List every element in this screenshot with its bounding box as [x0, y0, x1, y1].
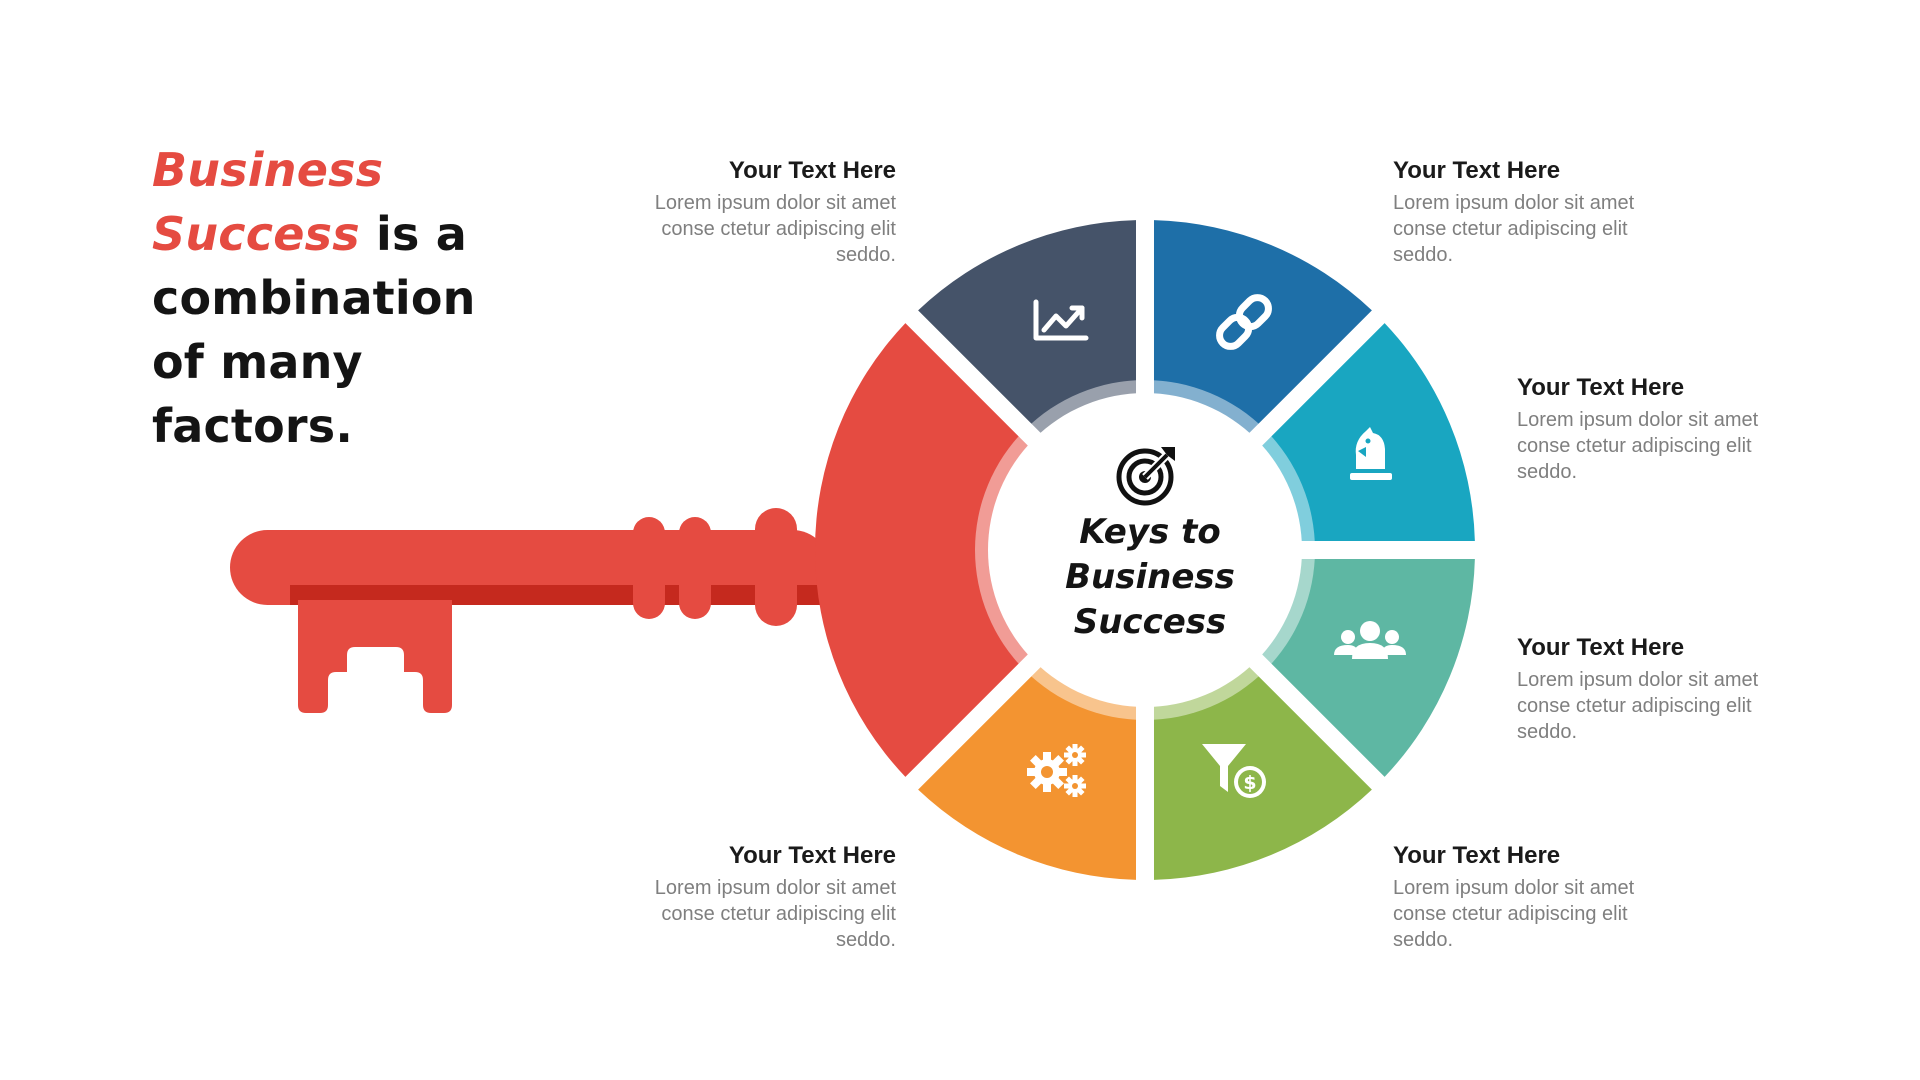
center-title-line-3: Success: [1073, 602, 1227, 642]
label-body: Lorem ipsum dolor sit amet conse ctetur …: [476, 190, 896, 268]
headline: Business Success is a combination of man…: [152, 138, 572, 458]
headline-line-4: of many: [152, 335, 363, 389]
label-title: Your Text Here: [1393, 157, 1561, 184]
label-line: conse ctetur adipiscing elit: [1393, 218, 1628, 240]
key-shaft: [230, 508, 830, 713]
label-title: Your Text Here: [1517, 374, 1685, 401]
label-line: Lorem ipsum dolor sit amet: [1517, 409, 1759, 431]
link-icon: [1216, 294, 1272, 350]
center-disc: [988, 393, 1302, 707]
label-right-lower: Your Text Here Lorem ipsum dolor sit ame…: [1517, 633, 1920, 745]
ring-segment-funnel-dollar: [1153, 656, 1372, 880]
headline-accent-1: Business: [152, 143, 384, 197]
label-title: Your Text Here: [728, 842, 896, 869]
label-line: conse ctetur adipiscing elit: [661, 903, 896, 925]
headline-rest-2: is a: [359, 207, 467, 261]
chess-knight-icon: [1350, 427, 1392, 480]
label-line: seddo.: [835, 929, 896, 951]
label-line: conse ctetur adipiscing elit: [1517, 695, 1752, 717]
label-line: seddo.: [1517, 721, 1578, 743]
headline-accent-2: Success: [152, 207, 360, 261]
label-body: Lorem ipsum dolor sit amet conse ctetur …: [1393, 190, 1813, 268]
label-line: conse ctetur adipiscing elit: [661, 218, 896, 240]
gears-icon: [1027, 744, 1086, 797]
label-title: Your Text Here: [1393, 842, 1561, 869]
svg-text:$: $: [1243, 772, 1256, 794]
ring-segment-chess-knight: [1251, 323, 1475, 542]
center-title-line-1: Keys to: [1079, 512, 1221, 552]
label-body: Lorem ipsum dolor sit amet conse ctetur …: [476, 875, 896, 953]
label-line: Lorem ipsum dolor sit amet: [654, 877, 896, 899]
target-icon: [1116, 447, 1175, 506]
ring-segment-key-bow: [815, 323, 1039, 777]
label-bottom-right: Your Text Here Lorem ipsum dolor sit ame…: [1393, 841, 1813, 953]
center-title: Keys to Business Success: [1000, 510, 1300, 645]
label-line: Lorem ipsum dolor sit amet: [1517, 669, 1759, 691]
label-top-left: Your Text Here Lorem ipsum dolor sit ame…: [476, 156, 896, 268]
ring-segments: [815, 220, 1475, 880]
label-top-right: Your Text Here Lorem ipsum dolor sit ame…: [1393, 156, 1813, 268]
label-line: seddo.: [1393, 929, 1454, 951]
label-line: seddo.: [1393, 244, 1454, 266]
label-body: Lorem ipsum dolor sit amet conse ctetur …: [1517, 407, 1920, 485]
ring-segment-chart-trend: [918, 220, 1137, 444]
label-bottom-left: Your Text Here Lorem ipsum dolor sit ame…: [476, 841, 896, 953]
label-line: seddo.: [835, 244, 896, 266]
label-line: Lorem ipsum dolor sit amet: [654, 192, 896, 214]
funnel-dollar-icon: $: [1202, 744, 1266, 798]
headline-line-5: factors.: [152, 399, 354, 453]
ring-segment-team: [1251, 558, 1475, 777]
label-right-upper: Your Text Here Lorem ipsum dolor sit ame…: [1517, 373, 1920, 485]
label-line: Lorem ipsum dolor sit amet: [1393, 877, 1635, 899]
team-icon: [1334, 621, 1406, 659]
label-line: conse ctetur adipiscing elit: [1393, 903, 1628, 925]
label-line: conse ctetur adipiscing elit: [1517, 435, 1752, 457]
chart-trend-icon: [1033, 299, 1089, 341]
label-line: seddo.: [1517, 461, 1578, 483]
label-title: Your Text Here: [1517, 634, 1685, 661]
ring-segment-link: [1153, 220, 1372, 444]
label-title: Your Text Here: [728, 157, 896, 184]
center-title-line-2: Business: [1065, 557, 1235, 597]
headline-line-3: combination: [152, 271, 476, 325]
label-line: Lorem ipsum dolor sit amet: [1393, 192, 1635, 214]
label-body: Lorem ipsum dolor sit amet conse ctetur …: [1517, 667, 1920, 745]
label-body: Lorem ipsum dolor sit amet conse ctetur …: [1393, 875, 1813, 953]
